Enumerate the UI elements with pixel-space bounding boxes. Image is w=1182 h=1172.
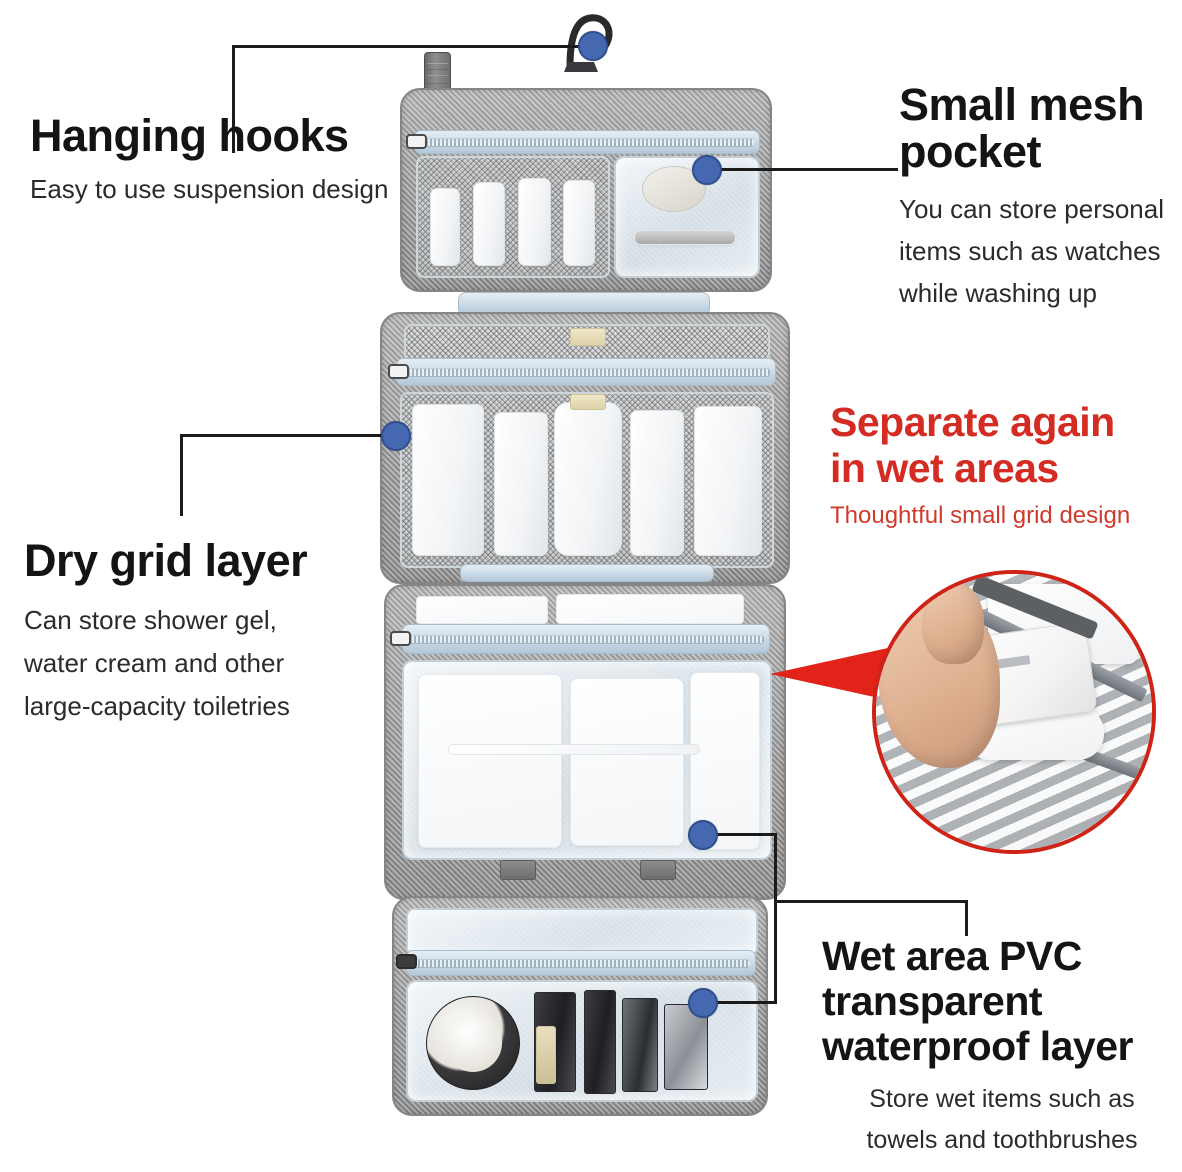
strap-tab (500, 860, 536, 880)
watch-strap (634, 230, 736, 245)
lipstick-gold (536, 1026, 556, 1084)
travel-bottle (563, 180, 595, 266)
inset-thumb (922, 582, 984, 664)
leader-line-mesh-pocket (718, 168, 898, 171)
strap-tab (640, 860, 676, 880)
marker-dot-dry-grid[interactable] (381, 421, 411, 451)
dry-bottom-trim (460, 564, 714, 582)
mesh-pocket-desc-line3: while washing up (899, 277, 1098, 308)
dry-grid-desc-line1: Can store shower gel, (24, 604, 277, 635)
bottle-cap (570, 394, 606, 410)
wet-area-title-line3: waterproof layer (822, 1023, 1134, 1070)
toothbrush (448, 744, 700, 755)
pvc-zipper-teeth (406, 635, 764, 644)
travel-bottle (473, 182, 505, 266)
separate-title-line1: Separate again (830, 399, 1115, 445)
small-grid-detail-photo (872, 570, 1156, 854)
wet-zipper-teeth (410, 959, 750, 968)
folded-towel (416, 596, 548, 624)
callout-dry-grid-layer: Dry grid layer Can store shower gel, wat… (24, 535, 384, 727)
flap-zipper-pull[interactable] (406, 134, 427, 149)
cosmetic-item (622, 998, 658, 1092)
callout-small-mesh-pocket: Small mesh pocket You can store personal… (899, 79, 1182, 314)
mesh-pocket-desc-line2: items such as watches (899, 235, 1161, 266)
leader-line-dry-grid-vert (180, 434, 183, 516)
dry-grid-desc-line2: water cream and other (24, 647, 285, 678)
product-illustration (378, 0, 790, 1172)
dry-zipper-teeth (400, 368, 770, 377)
wet-area-title-line1: Wet area PVC (822, 933, 1082, 979)
wet-area-title-line2: transparent (822, 978, 1043, 1025)
wet-area-desc-line1: Store wet items such as (869, 1085, 1135, 1114)
dry-grid-mesh (400, 392, 774, 568)
flap-zipper-teeth (418, 138, 754, 147)
hanging-hooks-description: Easy to use suspension design (30, 173, 389, 204)
wet-zipper-pull[interactable] (396, 954, 417, 969)
mesh-pocket-title-line2: pocket (899, 125, 1042, 177)
wet-top-window (406, 908, 758, 956)
marker-dot-hanging-hooks[interactable] (578, 31, 608, 61)
callout-separate-wet-areas: Separate again in wet areas Thoughtful s… (830, 399, 1180, 530)
flap-mesh-left (416, 156, 610, 278)
flap-clear-pocket (614, 156, 760, 278)
leader-line-pvc-bus (774, 833, 777, 1004)
leader-line-dry-grid (180, 434, 396, 437)
mesh-pocket-title-line1: Small mesh (899, 79, 1145, 130)
callout-hanging-hooks: Hanging hooks Easy to use suspension des… (30, 110, 430, 205)
towel-stack (418, 674, 562, 848)
toiletry-bottle-3 (554, 402, 622, 556)
leader-line-pvc-drop (965, 900, 968, 936)
marker-dot-pvc-layer[interactable] (688, 820, 718, 850)
cosmetic-item (584, 990, 616, 1094)
travel-bottle (430, 188, 460, 266)
toiletry-bottle-4 (630, 410, 684, 556)
pvc-transparent-layer-panel (384, 584, 786, 900)
compact-mirror (426, 996, 520, 1090)
toiletry-bottle-1 (412, 404, 484, 556)
separate-description: Thoughtful small grid design (830, 501, 1131, 529)
toiletry-bottle-2 (494, 412, 548, 556)
bottle-cap (570, 328, 606, 346)
wet-area-desc-line2: towels and toothbrushes (866, 1125, 1138, 1154)
cosmetic-item (664, 1004, 708, 1090)
pvc-zipper-pull[interactable] (390, 631, 411, 646)
pvc-window (402, 660, 772, 860)
dry-grid-title: Dry grid layer (24, 535, 308, 586)
marker-dot-wet-pouch[interactable] (688, 988, 718, 1018)
toiletry-bottle-5 (694, 406, 762, 556)
folded-towel (556, 594, 744, 624)
hanging-hooks-title: Hanging hooks (30, 110, 349, 161)
leader-line-hanging-hooks-vert (232, 45, 235, 153)
leader-line-pvc-to-title (774, 900, 968, 903)
leader-line-pvc-upper (714, 833, 777, 836)
leader-line-pvc-lower (714, 1001, 777, 1004)
dry-zipper-pull[interactable] (388, 364, 409, 379)
mesh-pocket-desc-line1: You can store personal (899, 193, 1165, 224)
marker-dot-mesh-pocket[interactable] (692, 155, 722, 185)
callout-wet-area-pvc: Wet area PVC transparent waterproof laye… (822, 933, 1182, 1160)
separate-title-line2: in wet areas (830, 444, 1059, 491)
travel-bottle (518, 178, 551, 266)
leader-line-hanging-hooks (232, 45, 594, 48)
dry-grid-layer-panel (380, 312, 790, 584)
mesh-pocket-flap (400, 88, 772, 292)
towel-stack (570, 678, 684, 846)
red-pointer-arrow (770, 648, 888, 700)
dry-grid-desc-line3: large-capacity toiletries (24, 690, 290, 721)
